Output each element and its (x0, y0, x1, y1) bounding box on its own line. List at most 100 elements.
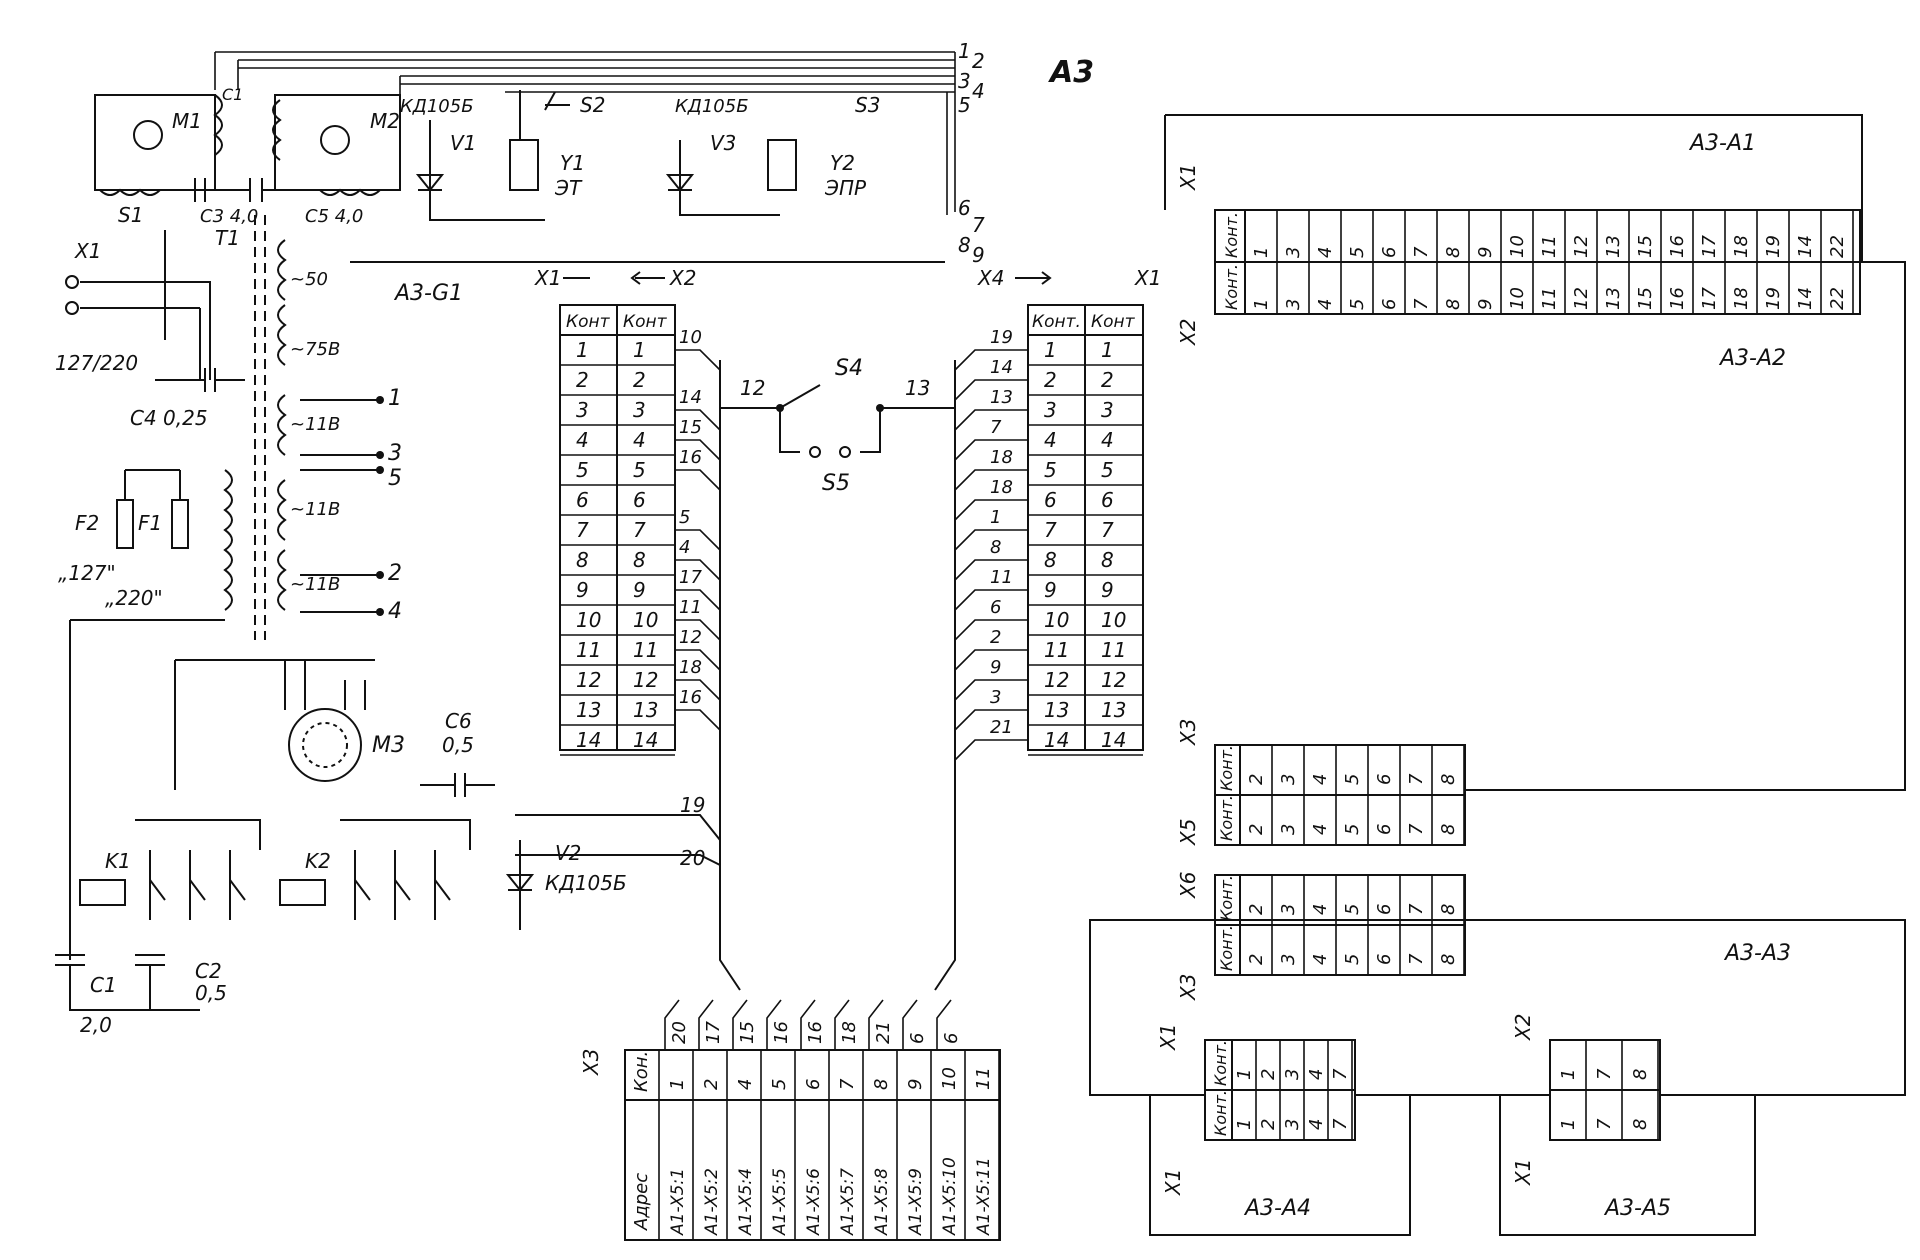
pin-label: 2 (1246, 774, 1267, 785)
table-cell: 8 (633, 548, 646, 572)
x1-label: X1 (1134, 266, 1161, 290)
block-a3-label: A3-A3 (1723, 941, 1791, 966)
x3-label: X3 (1176, 974, 1200, 1001)
diode-v2: V2 КД105Б (505, 840, 627, 930)
wire (675, 679, 721, 701)
pin-label: 22 (1827, 235, 1848, 258)
table-cell: 2 (633, 368, 646, 392)
pin-label: 1 (1234, 1069, 1255, 1080)
wire-label: 15 (679, 417, 702, 438)
pin-label: 14 (1795, 235, 1816, 258)
table-header: Конт. (1217, 745, 1236, 791)
wire-label: 14 (990, 357, 1013, 378)
a1-kont-header: Конт. (1222, 212, 1241, 258)
c6-label: C6 (445, 709, 472, 733)
pin-label: 3 (1278, 904, 1299, 915)
wire-label: 20 (669, 1021, 690, 1044)
wire-label: 19 (990, 327, 1013, 348)
table-header: Конт. (1217, 795, 1236, 841)
k2-label: K2 (305, 849, 331, 873)
wire-number: 1 (958, 39, 971, 63)
table-cell: 13 (576, 698, 601, 722)
pin-label: 5 (1347, 247, 1368, 258)
c3-label: C3 4,0 (200, 206, 258, 227)
table-cell: 5 (633, 458, 646, 482)
table-cell: 7 (1044, 518, 1057, 542)
wire-number: 5 (958, 93, 971, 117)
table-cell: 3 (576, 398, 589, 422)
table-cell: 9 (576, 578, 589, 602)
wire (675, 349, 721, 371)
x1-label: X1 (1176, 164, 1200, 191)
wire-label: 21 (990, 717, 1013, 738)
table-cell: 12 (1101, 668, 1126, 692)
pin-label: 9 (1475, 299, 1496, 310)
motor-m1: M1 C1 (94, 85, 243, 196)
table-cell: 14 (633, 728, 658, 752)
s1-label: S1 (118, 203, 143, 227)
f2-voltage: „127" (58, 561, 116, 585)
pin-label: 2 (1246, 824, 1267, 835)
m2-label: M2 (370, 109, 400, 133)
x6-label: X6 (1176, 872, 1200, 899)
table-cell: 12 (576, 668, 601, 692)
diode-type-label: КД105Б (675, 96, 749, 117)
wire-label: 1 (990, 507, 1001, 528)
pin-label: 4 (1310, 774, 1331, 785)
pin-label: 11 (1539, 235, 1560, 258)
pin-label: 6 (1379, 247, 1400, 258)
pin-label: 7 (1594, 1068, 1615, 1080)
wire-label: 6 (907, 1033, 928, 1044)
pin-label: 18 (1731, 235, 1752, 258)
pin-label: 1 (1251, 299, 1272, 310)
wire-label: 5 (679, 507, 690, 528)
wire (675, 589, 721, 611)
wire-label: 11 (990, 567, 1013, 588)
y1-type: ЭТ (554, 176, 583, 200)
pin-label: 2 (1258, 1119, 1279, 1130)
wire (954, 469, 1028, 491)
kon-label: 11 (973, 1067, 994, 1090)
x3-label: X3 (1176, 719, 1200, 746)
kon-label: 1 (667, 1079, 688, 1090)
table-cell: 3 (1044, 398, 1057, 422)
x3-label: X3 (579, 1049, 603, 1076)
capacitors-c3-c5: C3 4,0 C5 4,0 (160, 178, 363, 227)
pin-label: 3 (1282, 1069, 1303, 1080)
pin-label: 12 (1571, 287, 1592, 310)
wire-label: 2 (990, 627, 1001, 648)
f1-label: F1 (138, 511, 162, 535)
motor-m2: M2 (272, 94, 401, 196)
wire-label: 10 (679, 327, 702, 348)
table-cell: 1 (1101, 338, 1114, 362)
pin-label: 6 (1379, 299, 1400, 310)
wire-label: 18 (990, 477, 1013, 498)
terminal-number: 2 (388, 561, 402, 586)
pin-label: 4 (1315, 299, 1336, 310)
wire-number: 3 (958, 69, 971, 93)
pin-label: 7 (1406, 823, 1427, 835)
pin-label: 5 (1342, 774, 1363, 785)
table-cell: 8 (1101, 548, 1114, 572)
winding-label: ~11B (290, 499, 340, 520)
table-cell: 10 (1101, 608, 1126, 632)
wire-number: 8 (958, 233, 971, 257)
bottom-x3-table: X3 Кон.Адрес1A1-X5:12A1-X5:24A1-X5:45A1-… (579, 999, 1001, 1241)
x1-label: X1 (1511, 1159, 1535, 1186)
pin-label: 15 (1635, 235, 1656, 258)
diode-v3-y2: КД105Б V3 S3 Y2 ЭПР (665, 93, 880, 216)
fuses-c4: C4 0,25 F2 F1 „127" „220" (58, 368, 245, 960)
pin-label: 2 (1246, 904, 1267, 915)
wire-number: 4 (972, 79, 985, 103)
address-label: A1-X5:7 (838, 1168, 858, 1236)
f1-voltage: „220" (105, 586, 163, 610)
table-header: Конт. (1211, 1040, 1230, 1086)
relay-k2: K2 (279, 819, 471, 920)
pin-label: 3 (1278, 954, 1299, 965)
wire-label: 12 (679, 627, 702, 648)
v3-label: V3 (710, 131, 736, 155)
c4-label: C4 0,25 (130, 406, 208, 430)
x1-label: X1 (534, 266, 561, 290)
wire (954, 709, 1028, 731)
